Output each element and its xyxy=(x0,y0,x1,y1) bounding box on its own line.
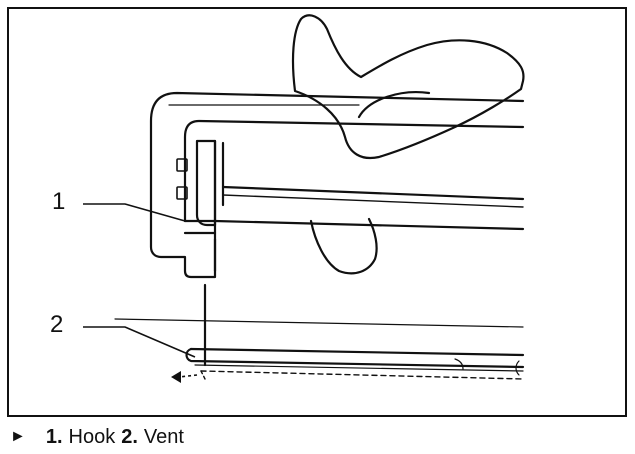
vent-slot xyxy=(189,347,525,357)
hook-outer xyxy=(149,91,525,279)
callout-leader-1 xyxy=(83,203,186,222)
legend-number-1: 1. xyxy=(45,425,63,448)
finger-lower-shape xyxy=(309,217,378,275)
left-arrow-icon xyxy=(171,371,198,383)
legend-label-hook: Hook xyxy=(68,425,116,448)
callout-leader-2 xyxy=(83,326,196,358)
legend-number-2: 2. xyxy=(121,425,138,448)
hook-inner xyxy=(183,119,525,223)
legend-caption: ► 1. Hook 2. Vent xyxy=(10,424,184,450)
fingernail-shape xyxy=(357,91,431,119)
callout-number-1: 1 xyxy=(52,188,66,215)
legend-label-vent: Vent xyxy=(143,425,184,448)
callout-number-2: 2 xyxy=(50,311,64,338)
hook-tongue xyxy=(195,139,217,227)
illustration-frame: 1 2 xyxy=(7,7,627,417)
hook-vent-illustration xyxy=(83,14,525,383)
panel-top-line xyxy=(114,318,524,328)
hook-bar xyxy=(221,185,525,201)
right-triangle-icon: ► xyxy=(10,428,26,445)
finger-shape xyxy=(291,14,525,160)
dashed-guide xyxy=(200,370,524,380)
